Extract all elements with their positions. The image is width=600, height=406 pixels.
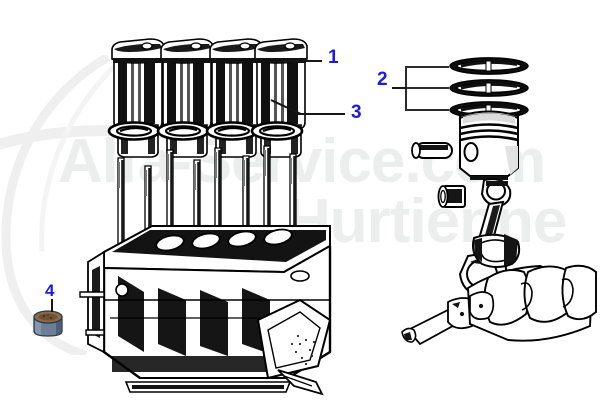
piston <box>459 110 519 180</box>
main-bearing-shell <box>472 233 521 268</box>
connecting-rod-bushing <box>437 185 466 208</box>
camshaft-bushing <box>33 310 63 337</box>
leader-line-1 <box>281 60 322 62</box>
leader-line-2 <box>392 87 406 89</box>
callout-number-2[interactable]: 2 <box>377 69 388 90</box>
wrist-pin <box>411 142 453 159</box>
leader-line-3 <box>297 113 345 115</box>
callout-number-4[interactable]: 4 <box>45 281 55 300</box>
bracket-2-arm-top <box>405 66 449 68</box>
piston-ring-group <box>448 56 530 120</box>
leader-line-4 <box>51 299 53 312</box>
callout-number-1[interactable]: 1 <box>328 47 339 68</box>
engine-block <box>79 225 332 396</box>
callout-number-3[interactable]: 3 <box>351 102 362 123</box>
crankshaft <box>401 264 597 346</box>
bracket-2-arm-bottom <box>405 109 449 111</box>
bracket-2-arm-middle <box>397 87 449 89</box>
